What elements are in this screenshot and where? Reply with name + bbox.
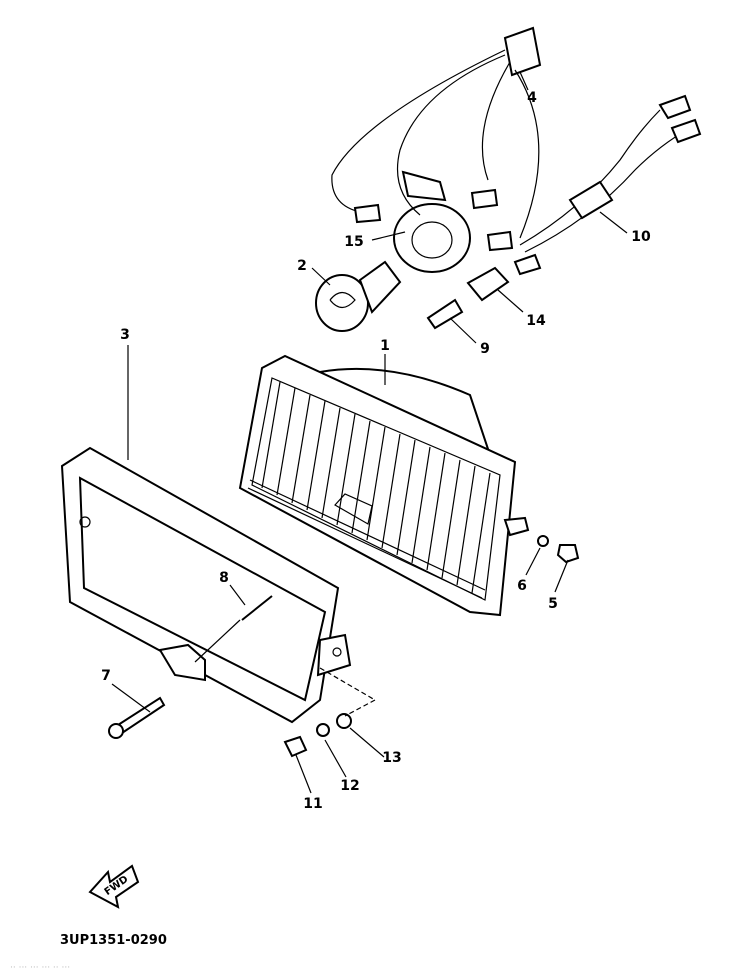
callout-4: 4 [527, 90, 537, 106]
spring [194, 595, 273, 663]
cord-assembly [513, 94, 702, 276]
callout-3: 3 [120, 327, 130, 343]
headlight-bulb [315, 260, 402, 332]
socket [466, 266, 510, 302]
callout-5: 5 [548, 596, 558, 612]
lower-fasteners [283, 667, 376, 758]
callout-2: 2 [297, 258, 307, 274]
callout-6: 6 [517, 578, 527, 594]
callout-7: 7 [101, 668, 111, 684]
callout-numbers: 1 2 3 4 5 6 7 8 9 10 11 12 13 14 15 [101, 90, 651, 812]
side-screw-washer [537, 535, 580, 564]
headlight-lens-unit [238, 354, 530, 617]
callout-10: 10 [631, 229, 651, 245]
adjusting-screw [108, 696, 166, 739]
footer-text: ·· ··· ··· ··· ·· ··· [10, 963, 70, 973]
leader-lines [111, 71, 628, 794]
callout-11: 11 [303, 796, 322, 812]
callout-1: 1 [380, 338, 390, 354]
diagram-code: 3UP1351-0290 [60, 933, 167, 948]
bulb-holder [393, 170, 471, 273]
callout-8: 8 [219, 570, 229, 586]
callout-12: 12 [340, 778, 359, 794]
callout-14: 14 [526, 313, 546, 329]
headlight-rim [60, 446, 352, 724]
callout-9: 9 [480, 341, 490, 357]
callout-13: 13 [382, 750, 401, 766]
fwd-arrow: FWD [88, 864, 140, 909]
callout-15: 15 [344, 234, 363, 250]
bulb-socket-connector [331, 26, 542, 252]
auxiliary-bulb [426, 298, 464, 330]
